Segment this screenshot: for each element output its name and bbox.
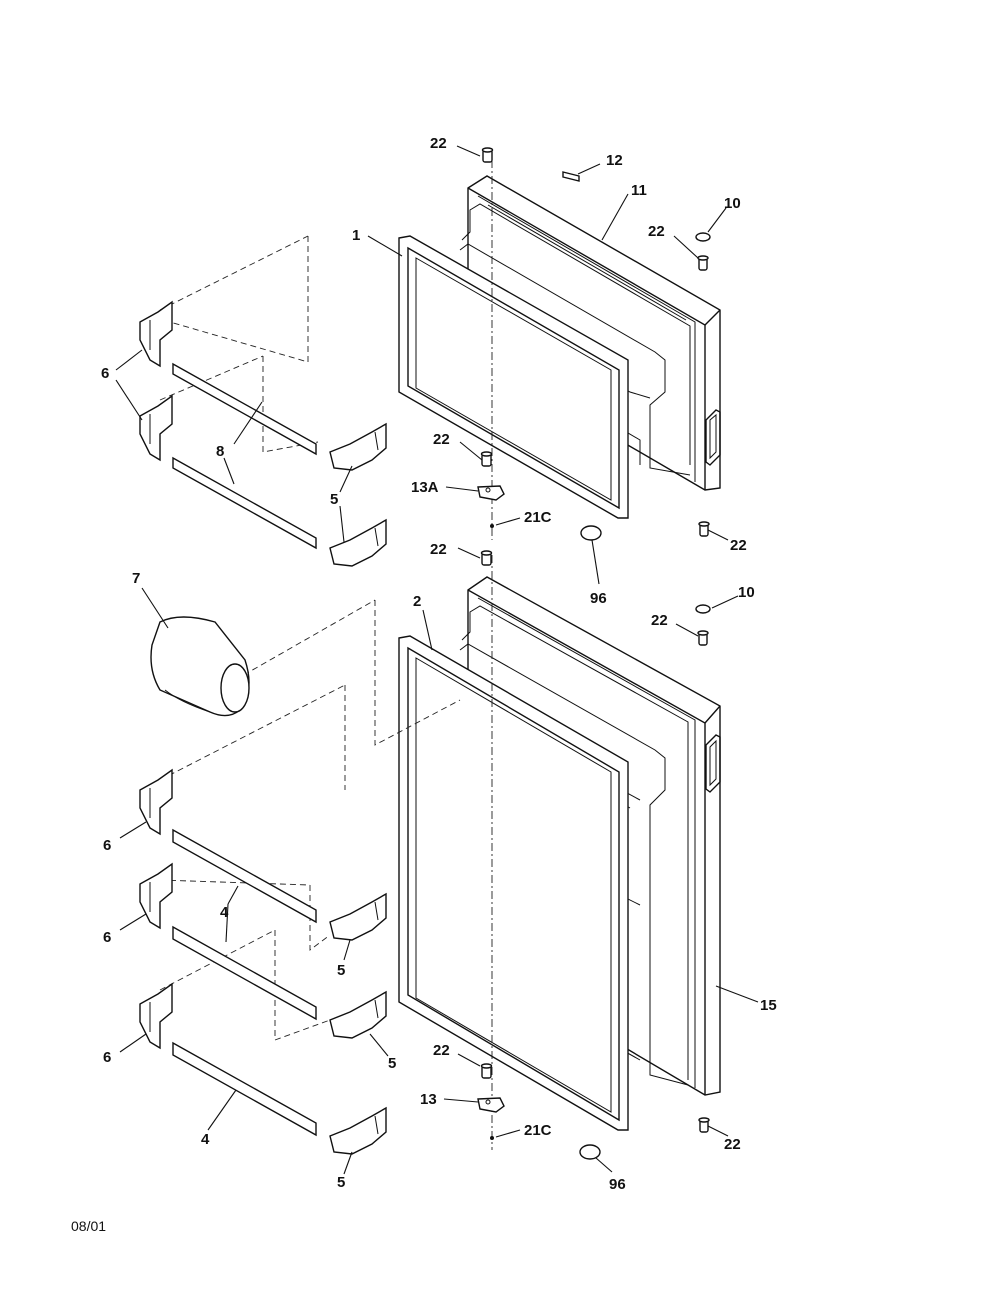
label-2: 2	[413, 593, 421, 610]
end-caps-6	[139, 300, 173, 1050]
label-22-bottom: 22	[433, 1042, 450, 1059]
plug-10-top	[695, 232, 711, 242]
pin-22-left-mid	[480, 550, 493, 566]
label-22-top: 22	[430, 135, 447, 152]
pin-22-right-lower	[697, 630, 709, 646]
label-21C-top: 21C	[524, 509, 552, 526]
part-12	[562, 171, 580, 182]
label-5-lower: 5	[388, 1055, 396, 1072]
label-6-mid1: 6	[103, 837, 111, 854]
pin-22-right-mid	[698, 521, 710, 537]
label-1: 1	[352, 227, 360, 244]
revision-date: 08/01	[71, 1218, 106, 1234]
fresh-food-gasket-2	[398, 635, 629, 1131]
label-96-top: 96	[590, 590, 607, 607]
label-96-bottom: 96	[609, 1176, 626, 1193]
label-22-right-lower: 22	[651, 612, 668, 629]
label-8: 8	[216, 443, 224, 460]
label-5-top: 5	[330, 491, 338, 508]
label-6-mid2: 6	[103, 929, 111, 946]
washer-96-bottom	[579, 1144, 601, 1160]
pin-22-top	[481, 147, 494, 163]
label-10-bottom: 10	[738, 584, 755, 601]
pin-22-bottom	[480, 1063, 493, 1079]
retainer-bars	[172, 362, 317, 1137]
label-5-bottom: 5	[337, 1174, 345, 1191]
callout-labels: 22 12 11 10 22 1 6 8 22 13A 21C 5 22 22 …	[101, 135, 777, 1193]
label-4-mid: 4	[220, 904, 229, 921]
label-6-bottom: 6	[103, 1049, 111, 1066]
label-12: 12	[606, 152, 623, 169]
freezer-door-11	[459, 175, 721, 491]
label-15: 15	[760, 997, 777, 1014]
screw-21C-top	[490, 524, 494, 528]
container-7	[150, 616, 250, 717]
label-7: 7	[132, 570, 140, 587]
alignment-lines	[159, 160, 493, 1150]
label-6-top: 6	[101, 365, 109, 382]
label-22-right-top: 22	[648, 223, 665, 240]
hinge-13A	[477, 485, 505, 501]
hinge-13	[477, 1097, 505, 1113]
label-22-freezer: 22	[433, 431, 450, 448]
label-13A: 13A	[411, 479, 439, 496]
label-5-mid: 5	[337, 962, 345, 979]
washer-96-top	[580, 525, 602, 541]
label-22-left-mid: 22	[430, 541, 447, 558]
pin-22-right-top	[697, 255, 709, 271]
end-caps-5	[329, 422, 387, 1155]
freezer-gasket-1	[398, 235, 629, 519]
plug-10-bottom	[695, 604, 711, 614]
pin-22-freezer	[480, 451, 493, 467]
screw-21C-bottom	[490, 1136, 494, 1140]
label-4-bottom: 4	[201, 1131, 210, 1148]
leader-lines	[115, 145, 759, 1175]
label-13: 13	[420, 1091, 437, 1108]
label-22-right-bottom: 22	[724, 1136, 741, 1153]
label-10-top: 10	[724, 195, 741, 212]
pins-and-hinges	[477, 147, 711, 1160]
pin-22-right-bottom	[698, 1117, 710, 1133]
label-22-right-mid: 22	[730, 537, 747, 554]
label-21C-bottom: 21C	[524, 1122, 552, 1139]
label-11: 11	[631, 182, 647, 199]
